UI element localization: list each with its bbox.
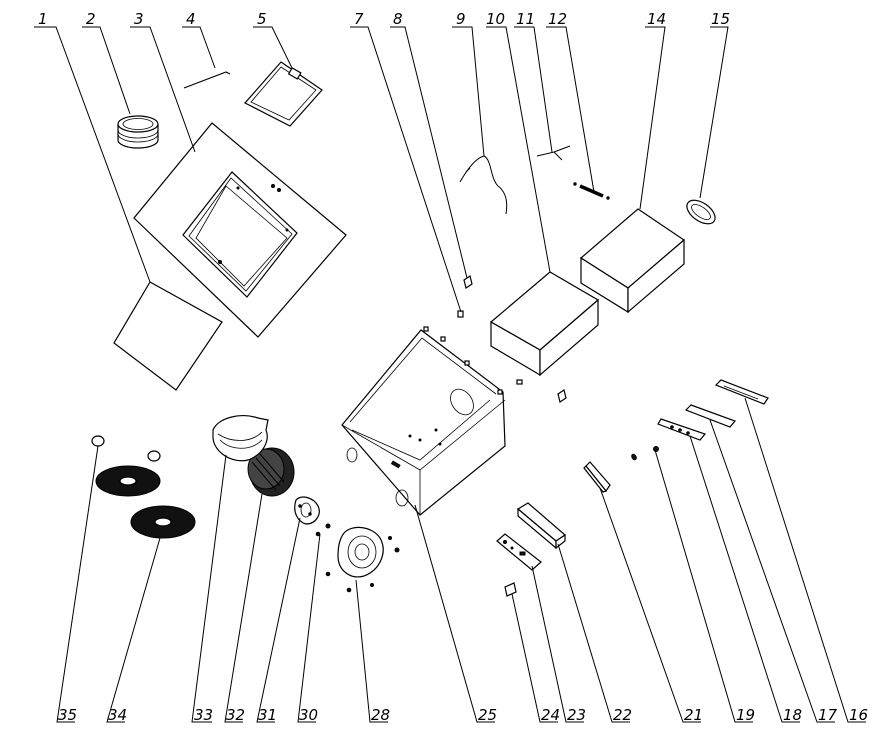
part-22-module bbox=[516, 502, 566, 550]
part-14-cover bbox=[579, 208, 685, 314]
callout-25: 25 bbox=[478, 706, 497, 724]
callout-15: 15 bbox=[711, 10, 730, 28]
callout-35: 35 bbox=[58, 706, 77, 724]
part-2-duct-ring bbox=[117, 115, 159, 149]
part-35-rings bbox=[91, 435, 161, 462]
callout-30: 30 bbox=[299, 706, 318, 724]
callout-8: 8 bbox=[393, 10, 403, 28]
part-24-clip bbox=[504, 582, 517, 597]
part-32-fan-wheel bbox=[247, 447, 295, 497]
callout-7: 7 bbox=[354, 10, 364, 28]
callout-5: 5 bbox=[257, 10, 267, 28]
part-28-blower bbox=[325, 526, 400, 593]
part-21-plate bbox=[583, 461, 611, 493]
callout-12: 12 bbox=[548, 10, 567, 28]
leader-lines bbox=[34, 26, 866, 723]
callout-19: 19 bbox=[736, 706, 755, 724]
part-30-screws bbox=[315, 523, 331, 537]
callout-31: 31 bbox=[258, 706, 277, 724]
part-11-wire bbox=[536, 145, 571, 161]
part-25-housing bbox=[341, 329, 506, 516]
part-3-top-frame bbox=[133, 122, 347, 338]
part-1-panel bbox=[113, 281, 223, 391]
part-19-bead bbox=[631, 446, 659, 461]
hardware-bits bbox=[423, 326, 567, 403]
callout-23: 23 bbox=[567, 706, 586, 724]
part-17-strip bbox=[684, 404, 737, 428]
callout-labels: 1 2 3 4 5 7 8 9 10 11 12 14 15 35 34 33 … bbox=[38, 10, 868, 724]
part-33-casing bbox=[212, 415, 269, 462]
part-23-board bbox=[496, 533, 542, 571]
part-16-strip bbox=[714, 379, 769, 405]
callout-21: 21 bbox=[684, 706, 703, 724]
callout-10: 10 bbox=[486, 10, 505, 28]
part-8-clip bbox=[463, 275, 473, 289]
callout-2: 2 bbox=[86, 10, 96, 28]
callout-18: 18 bbox=[783, 706, 802, 724]
part-5-filter bbox=[244, 61, 323, 127]
callout-17: 17 bbox=[818, 706, 838, 724]
part-15-ring bbox=[686, 199, 716, 225]
callout-16: 16 bbox=[849, 706, 868, 724]
part-34-filter-discs bbox=[95, 465, 196, 539]
callout-3: 3 bbox=[134, 10, 144, 28]
callout-1: 1 bbox=[38, 10, 48, 28]
part-31-motor bbox=[294, 496, 320, 525]
part-4-rod bbox=[183, 71, 231, 89]
part-9-wire bbox=[459, 155, 508, 215]
callout-33: 33 bbox=[194, 706, 213, 724]
callout-22: 22 bbox=[613, 706, 632, 724]
callout-34: 34 bbox=[108, 706, 127, 724]
callout-28: 28 bbox=[371, 706, 390, 724]
callout-4: 4 bbox=[186, 10, 196, 28]
callout-32: 32 bbox=[226, 706, 245, 724]
callout-9: 9 bbox=[456, 10, 466, 28]
callout-14: 14 bbox=[647, 10, 666, 28]
part-12-bar bbox=[573, 182, 610, 200]
part-18-strip bbox=[657, 418, 707, 441]
part-10-cover bbox=[489, 271, 600, 377]
callout-11: 11 bbox=[516, 10, 535, 28]
callout-24: 24 bbox=[541, 706, 560, 724]
